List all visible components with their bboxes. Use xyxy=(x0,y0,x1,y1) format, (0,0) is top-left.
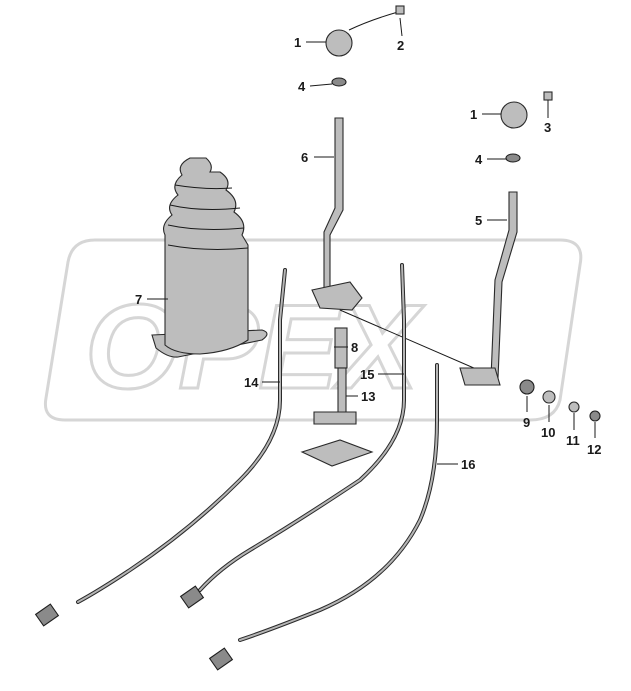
pivot-pin-8 xyxy=(334,327,348,369)
callout-10: 10 xyxy=(541,425,555,440)
shaft-plate xyxy=(313,411,357,425)
washer-11 xyxy=(568,401,580,413)
callout-2: 2 xyxy=(397,38,404,53)
base-plate-13 xyxy=(300,439,374,467)
callout-13: 13 xyxy=(361,389,375,404)
cable-15-core xyxy=(199,264,405,591)
watermark-frame xyxy=(43,238,583,422)
knob-wire xyxy=(348,11,399,31)
callout-1: 1 xyxy=(470,107,477,122)
clamp-block xyxy=(459,367,501,386)
callout-11: 11 xyxy=(566,433,580,448)
watermark: OPEX xyxy=(43,238,583,422)
washer-left xyxy=(331,77,347,87)
knob-right xyxy=(500,101,528,129)
pivot-assembly xyxy=(300,281,501,467)
pivot-shaft-13 xyxy=(337,367,347,419)
washer-9 xyxy=(519,379,535,395)
cable-16-end xyxy=(208,647,234,671)
knob-left xyxy=(325,29,353,57)
cable-15-end xyxy=(179,585,205,609)
pivot-bracket xyxy=(311,281,363,311)
boot-body xyxy=(163,157,249,355)
callout-9: 9 xyxy=(523,415,530,430)
bolt-3 xyxy=(543,91,553,101)
cable-16-core xyxy=(239,364,438,641)
lead-2 xyxy=(399,17,403,37)
bolt-2 xyxy=(395,5,405,15)
boot-folds xyxy=(167,184,249,250)
callout-14: 14 xyxy=(244,375,259,390)
callout-15: 15 xyxy=(360,367,374,382)
lever-rod-left xyxy=(323,117,344,291)
callout-3: 3 xyxy=(544,120,551,135)
ring-10 xyxy=(542,390,556,404)
callout-1: 1 xyxy=(294,35,301,50)
callout-8: 8 xyxy=(351,340,358,355)
leader-lines xyxy=(147,17,596,465)
callout-4: 4 xyxy=(298,79,306,94)
nut-12 xyxy=(589,410,601,422)
washer-right xyxy=(505,153,521,163)
callout-5: 5 xyxy=(475,213,482,228)
shift-lever-right xyxy=(490,91,553,379)
cross-rod xyxy=(339,309,491,376)
callouts: 1 2 4 6 1 3 4 5 7 8 15 14 13 9 10 11 12 … xyxy=(135,35,601,472)
shift-lever-left xyxy=(323,5,405,291)
rubber-boot xyxy=(151,157,268,358)
cables xyxy=(34,263,439,671)
callout-4: 4 xyxy=(475,152,483,167)
callout-6: 6 xyxy=(301,150,308,165)
callout-7: 7 xyxy=(135,292,142,307)
callout-16: 16 xyxy=(461,457,475,472)
cable-14-end xyxy=(34,603,60,627)
cable-14-core xyxy=(77,269,286,603)
callout-12: 12 xyxy=(587,442,601,457)
lead-4a xyxy=(309,83,333,87)
watermark-text: OPEX xyxy=(85,280,425,414)
hardware xyxy=(519,379,601,422)
